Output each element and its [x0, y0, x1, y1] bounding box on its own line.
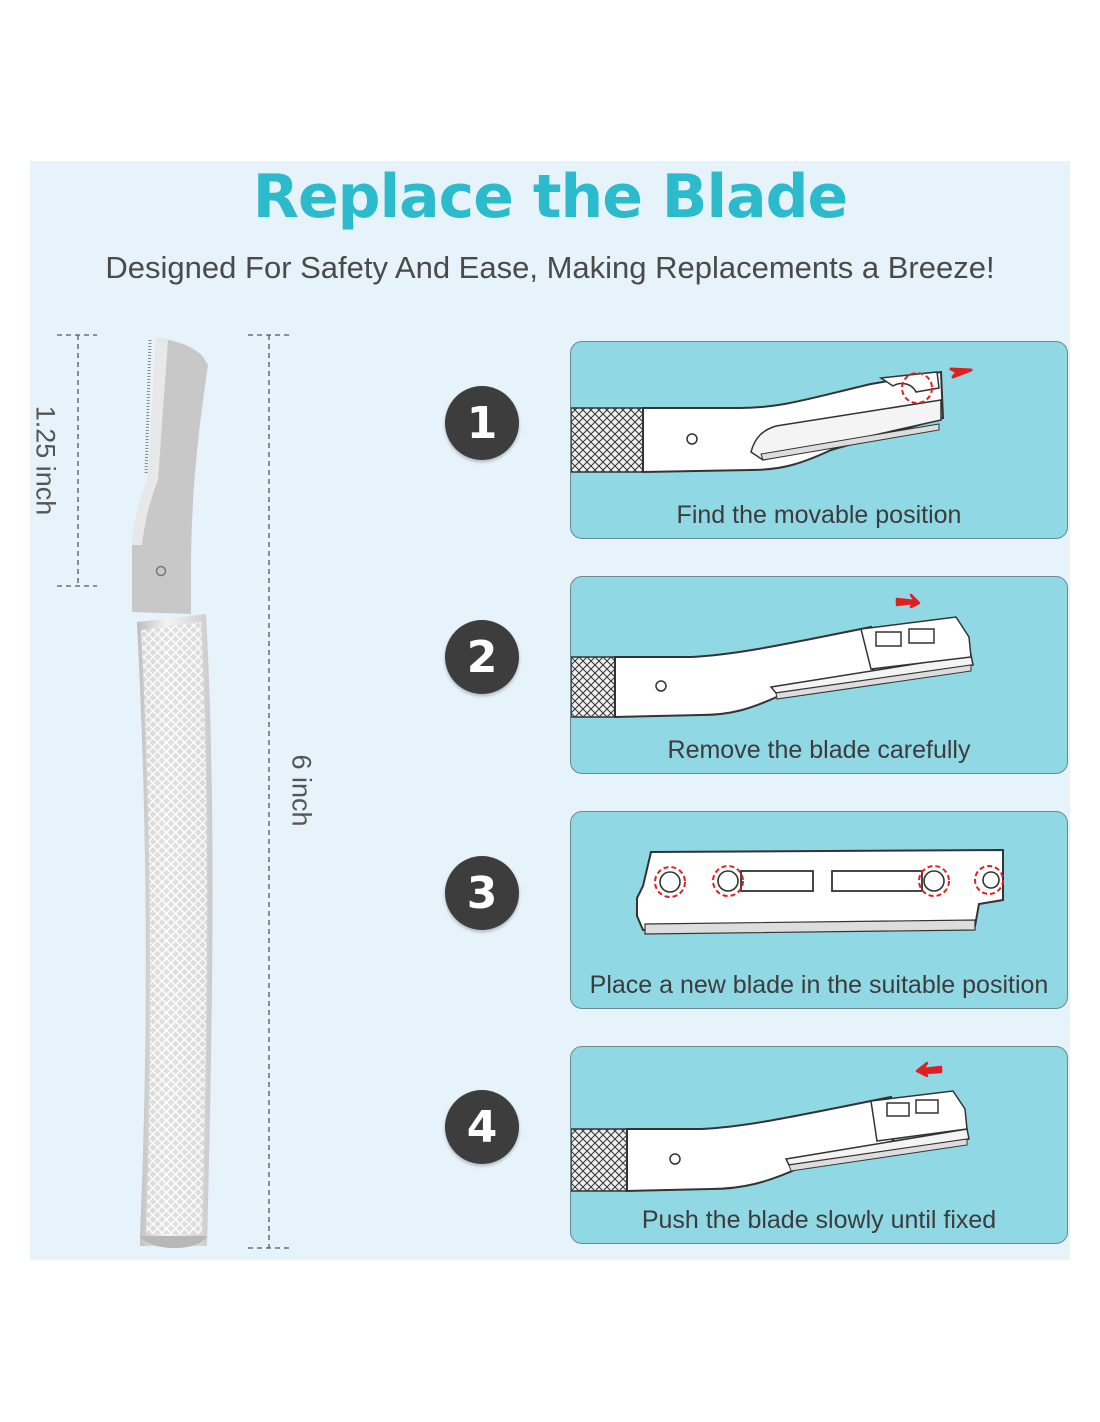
blade-length-label: 1.25 inch [20, 380, 70, 540]
step-4-caption: Push the blade slowly until fixed [641, 1206, 997, 1234]
marker-circle [901, 372, 933, 404]
total-length-text: 6 inch [286, 753, 317, 827]
marker-circle [974, 865, 1004, 895]
step-3-badge: 3 [445, 856, 519, 930]
marker-circle [712, 865, 744, 897]
step-3-caption: Place a new blade in the suitable positi… [589, 971, 1049, 999]
step-2-badge: 2 [445, 620, 519, 694]
blade-length-text: 1.25 inch [30, 405, 61, 515]
step-1-card: Find the movable position [570, 341, 1068, 539]
page-title: Replace the Blade [252, 162, 848, 232]
arrow-right-icon [895, 593, 921, 609]
total-length-label: 6 inch [276, 700, 326, 880]
step-1-illustration [571, 367, 973, 474]
razor-handle [137, 614, 213, 1248]
step-3-illustration [636, 848, 1004, 935]
step-4-illustration [571, 1061, 970, 1193]
marker-circle [654, 866, 686, 898]
marker-circle [918, 865, 950, 897]
step-2-number: 2 [466, 631, 498, 683]
step-3-number: 3 [466, 867, 498, 919]
step-4-card: Push the blade slowly until fixed [570, 1046, 1068, 1244]
step-4-number: 4 [466, 1101, 498, 1153]
page-subtitle: Designed For Safety And Ease, Making Rep… [105, 250, 995, 285]
step-1-caption: Find the movable position [676, 501, 962, 529]
step-4-badge: 4 [445, 1090, 519, 1164]
step-1-badge: 1 [445, 386, 519, 460]
arrow-left-icon [915, 1061, 943, 1078]
step-2-illustration [571, 593, 974, 719]
step-1-number: 1 [466, 397, 498, 449]
step-2-card: Remove the blade carefully [570, 576, 1068, 774]
step-3-card: Place a new blade in the suitable positi… [570, 811, 1068, 1009]
step-2-caption: Remove the blade carefully [667, 736, 971, 764]
arrow-left-icon [949, 367, 973, 379]
razor-head [132, 338, 208, 614]
dimension-lines [57, 334, 290, 1249]
